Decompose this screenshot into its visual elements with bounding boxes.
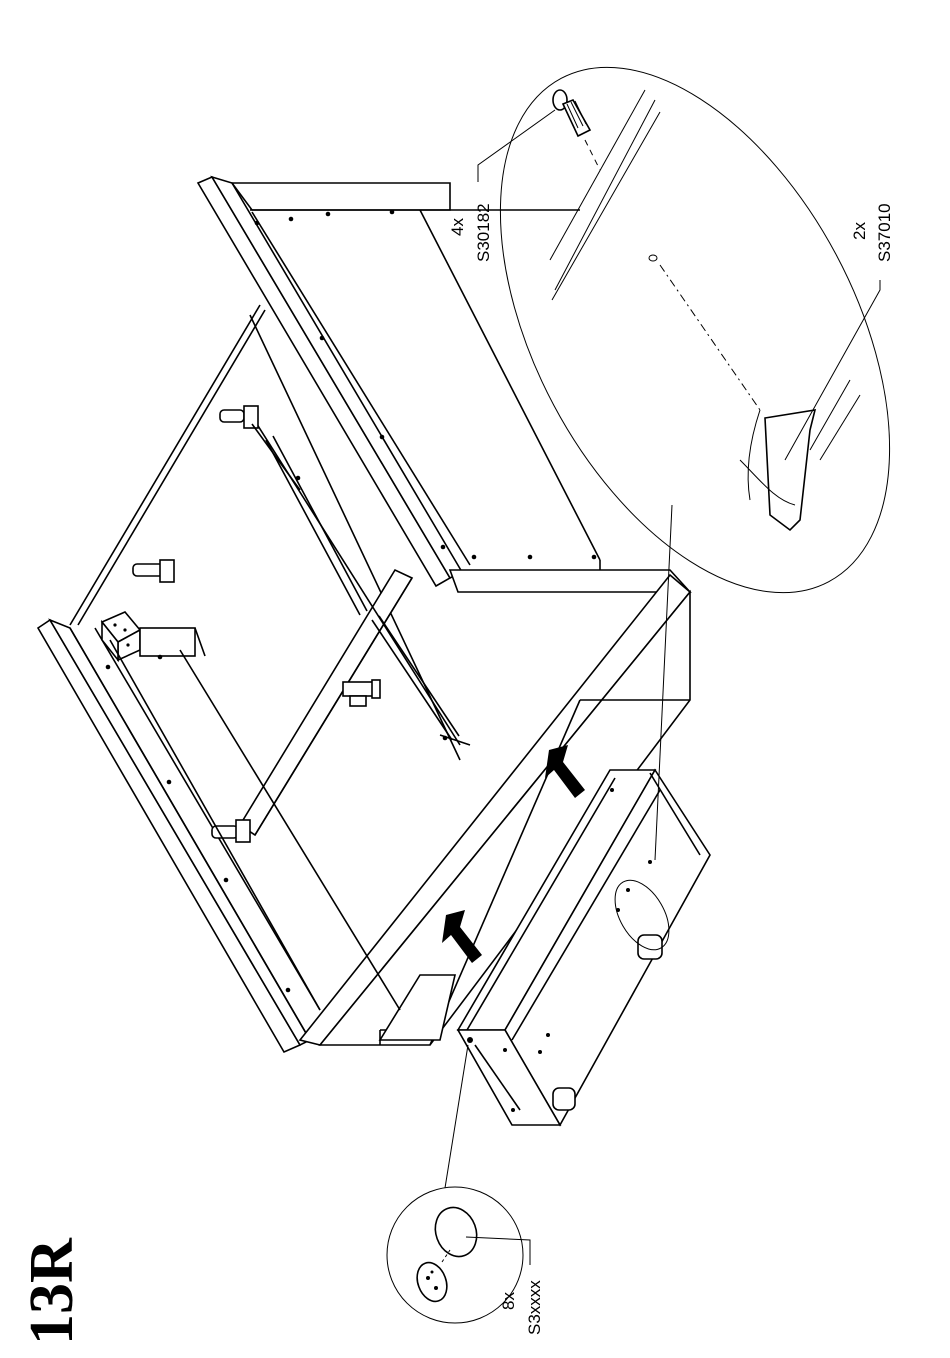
cap-quantity: 2x	[850, 222, 869, 240]
sticker-quantity: 8x	[499, 1292, 518, 1310]
side-rail-top	[198, 177, 690, 592]
side-rail-bottom	[38, 620, 320, 1052]
slat-bracket-1	[220, 406, 300, 490]
slat-bracket-2	[133, 560, 174, 582]
center-beam	[240, 410, 470, 835]
cap-part-number: S37010	[875, 203, 894, 262]
sticker-icon	[412, 1258, 452, 1305]
bolt-leader	[478, 110, 555, 182]
sticker-part-number: S3xxxx	[525, 1280, 544, 1335]
bolt-quantity: 4x	[448, 218, 467, 236]
bolt-part-number: S30182	[474, 203, 493, 262]
step-number: 13R	[18, 1237, 86, 1345]
cap-detail-view	[420, 3, 950, 860]
support-leg	[343, 680, 380, 706]
bolt-icon	[553, 90, 600, 170]
